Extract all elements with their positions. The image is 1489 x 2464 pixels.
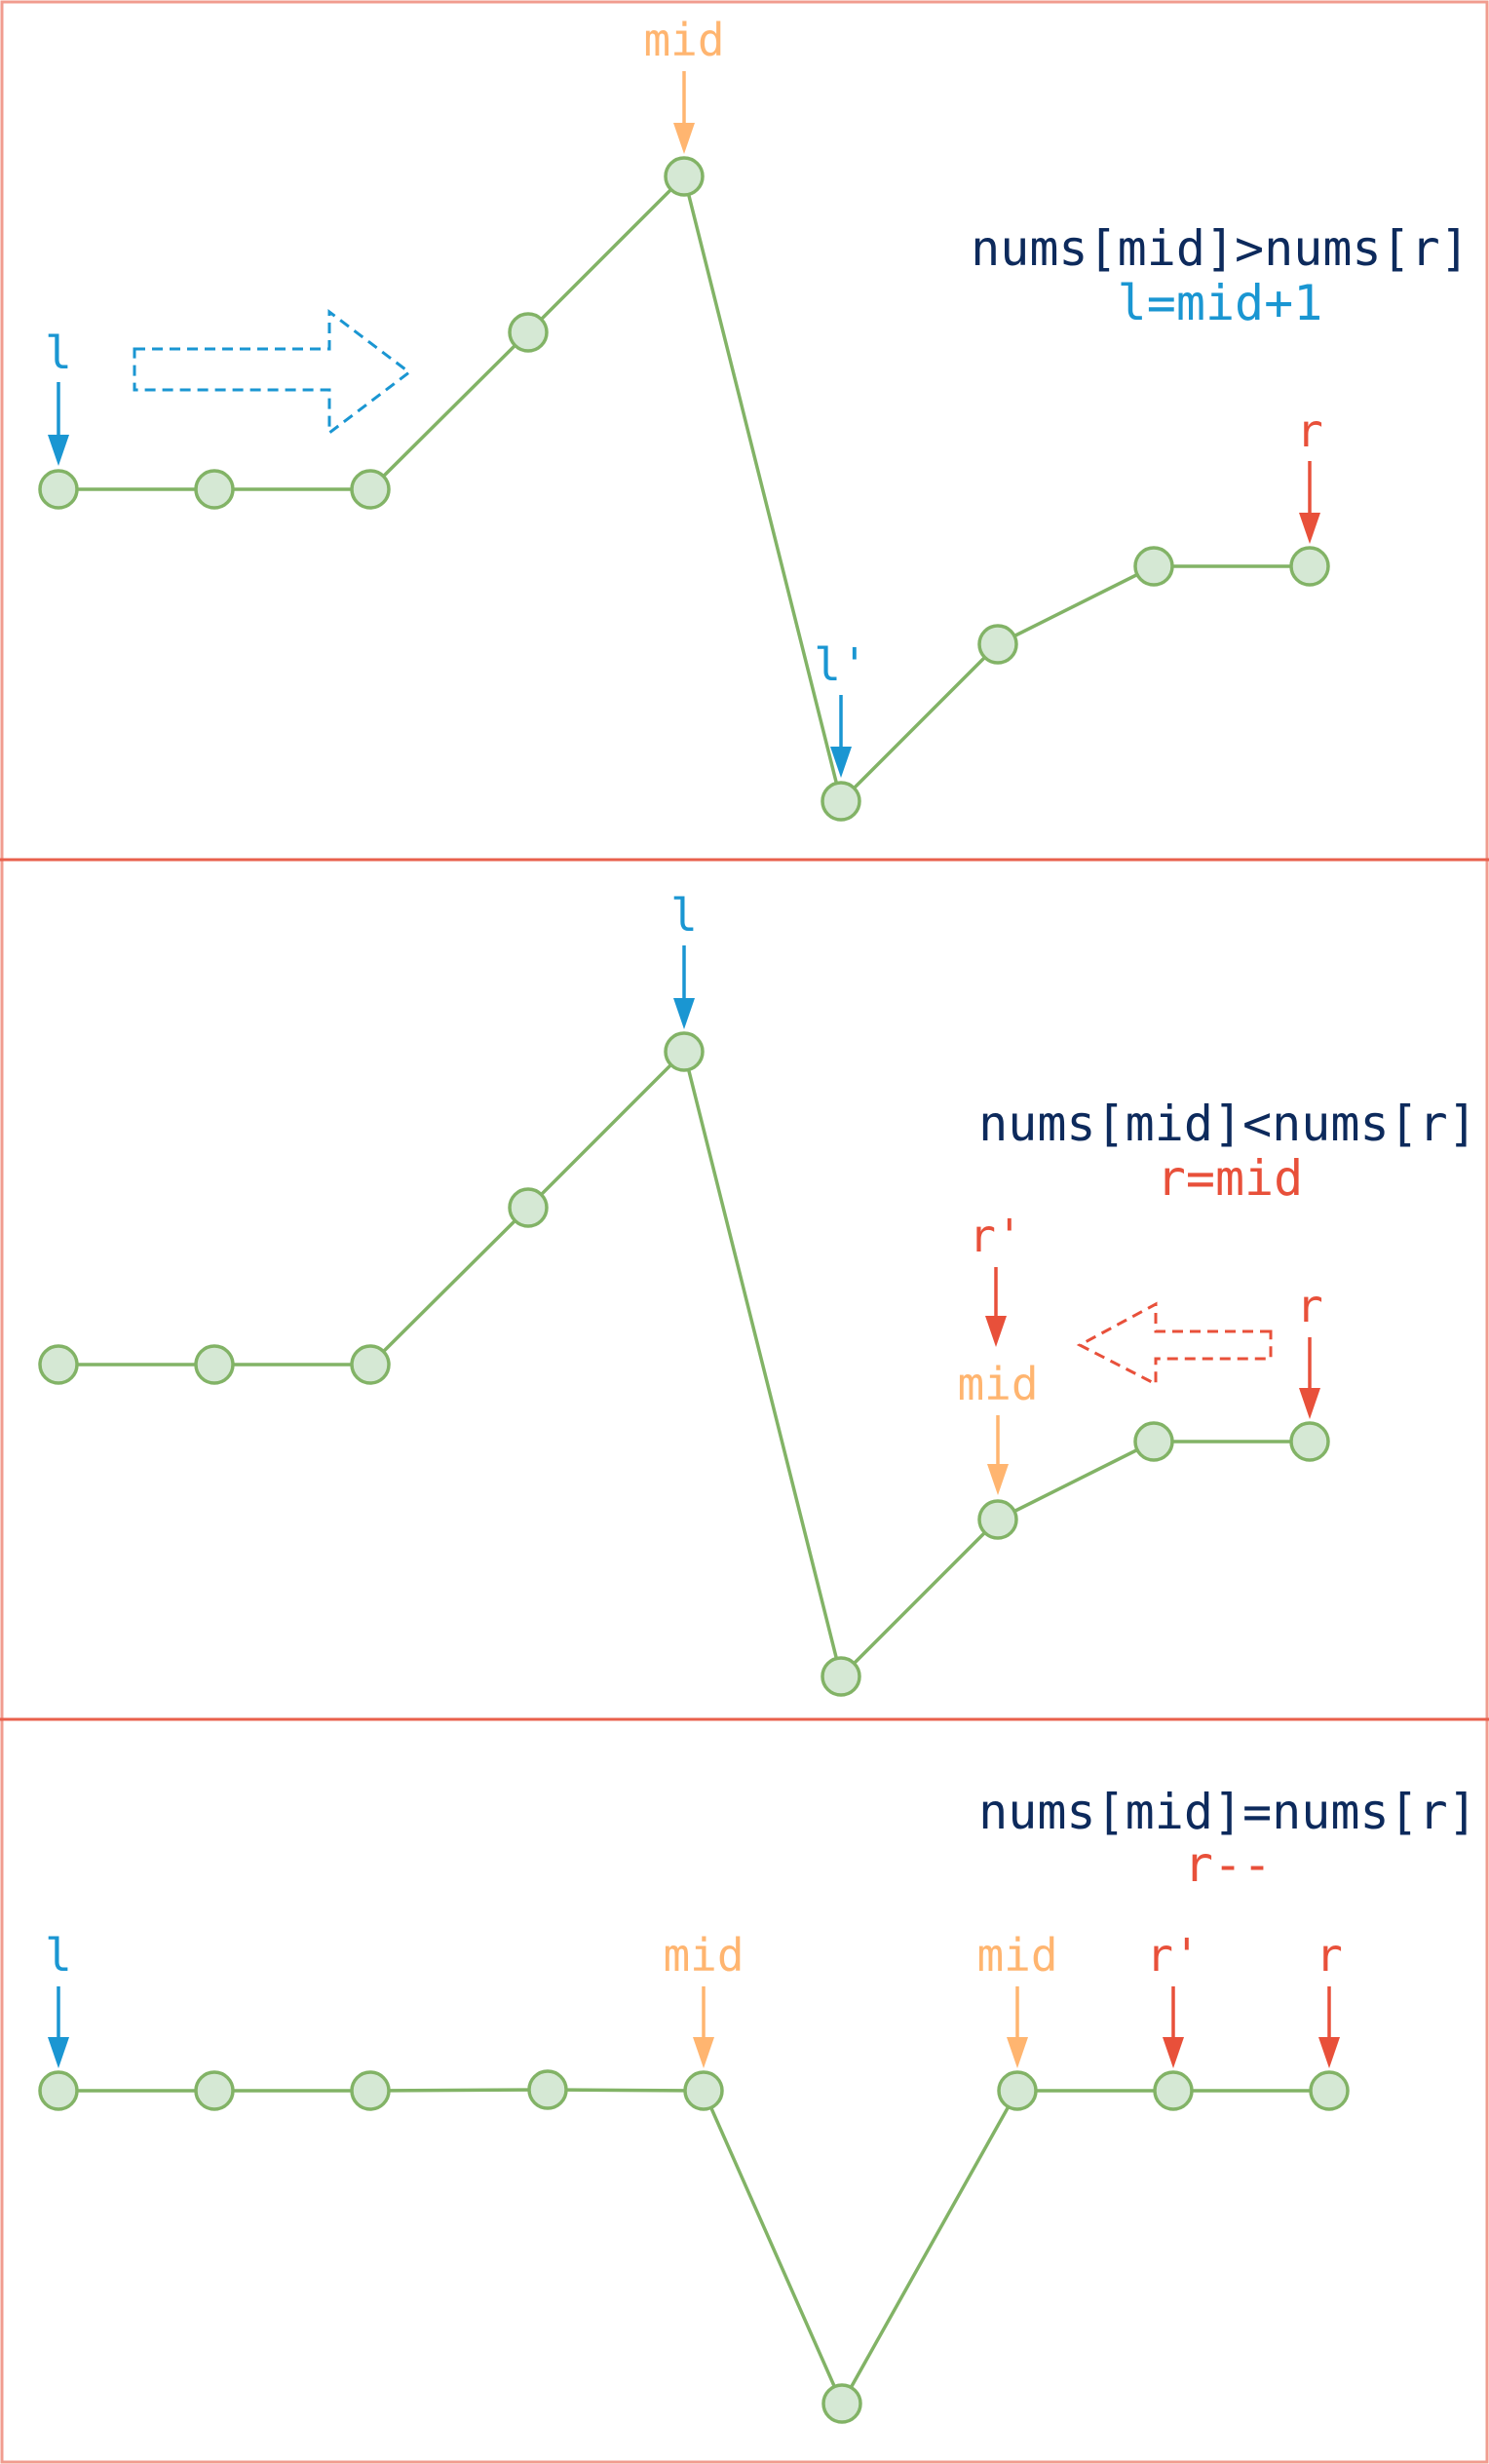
node xyxy=(1309,2070,1350,2111)
pointer-label-l-prime: l' xyxy=(814,638,867,691)
node xyxy=(683,2070,724,2111)
shift-right-arrow xyxy=(133,308,412,437)
pointer-label-r: r xyxy=(1296,404,1323,457)
node xyxy=(1133,546,1174,587)
panel-1-action: l=mid+1 xyxy=(1118,275,1323,331)
pointer-arrowhead-l xyxy=(673,998,695,1029)
pointer-arrowhead-l xyxy=(48,2037,69,2068)
pointer-label-r: r xyxy=(1296,1280,1323,1332)
panel-3-action: r-- xyxy=(1184,1836,1272,1893)
pointer-label-mid: mid xyxy=(957,1358,1038,1410)
panel-1-condition: nums[mid]>nums[r] xyxy=(971,220,1470,277)
panel-3: nums[mid]=nums[r] r-- l mid mid r' xyxy=(38,1784,1477,2424)
pointer-arrowhead-mid xyxy=(693,2037,714,2068)
pointer-label-mid-2: mid xyxy=(976,1929,1057,1982)
pointer-label-mid: mid xyxy=(643,14,724,66)
pointer-arrowhead-l-prime xyxy=(830,747,852,778)
pointer-arrowhead-l xyxy=(48,435,69,466)
pointer-arrowhead-r-prime xyxy=(985,1316,1007,1347)
panel-1-nodes xyxy=(38,156,1330,822)
node xyxy=(977,624,1018,665)
node xyxy=(527,2069,568,2110)
pointer-arrowhead-mid xyxy=(673,123,695,154)
panel-1: nums[mid]>nums[r] l=mid+1 l mid l' r xyxy=(38,14,1470,822)
pointer-label-r-prime: r' xyxy=(1146,1929,1200,1982)
pointer-label-r: r xyxy=(1316,1929,1343,1982)
pointer-label-mid: mid xyxy=(663,1929,744,1982)
pointer-arrowhead-r xyxy=(1299,1388,1320,1419)
node xyxy=(1289,1421,1330,1462)
node xyxy=(38,469,79,510)
node xyxy=(350,1344,391,1385)
panel-3-curve xyxy=(58,2088,1329,2407)
shift-left-arrow xyxy=(1076,1301,1273,1387)
node xyxy=(194,469,235,510)
pointer-label-l: l xyxy=(45,1929,72,1982)
pointer-arrowhead-mid-2 xyxy=(1007,2037,1028,2068)
pointer-arrowhead-mid xyxy=(987,1464,1009,1495)
node xyxy=(821,781,861,822)
node xyxy=(194,2070,235,2111)
node xyxy=(1133,1421,1174,1462)
node xyxy=(350,2070,391,2111)
node xyxy=(350,469,391,510)
pointer-label-l: l xyxy=(670,889,698,942)
panel-3-condition: nums[mid]=nums[r] xyxy=(978,1784,1477,1840)
pointer-arrowhead-r-prime xyxy=(1163,2037,1184,2068)
panel-2-action: r=mid xyxy=(1157,1150,1304,1207)
node xyxy=(1289,546,1330,587)
node xyxy=(821,2383,862,2424)
node xyxy=(508,1187,549,1228)
pointer-arrowhead-r xyxy=(1318,2037,1340,2068)
pointer-label-r-prime: r' xyxy=(969,1210,1022,1262)
node xyxy=(38,1344,79,1385)
node xyxy=(38,2070,79,2111)
node xyxy=(1153,2070,1194,2111)
panel-2: nums[mid]<nums[r] r=mid l r' mid r xyxy=(38,889,1477,1697)
node xyxy=(664,1031,705,1072)
node xyxy=(997,2070,1038,2111)
pointer-label-l: l xyxy=(45,327,72,379)
panel-3-nodes xyxy=(38,2069,1350,2424)
node xyxy=(821,1656,861,1697)
panel-2-condition: nums[mid]<nums[r] xyxy=(978,1096,1477,1152)
panel-2-nodes xyxy=(38,1031,1330,1697)
node xyxy=(194,1344,235,1385)
node xyxy=(977,1499,1018,1540)
pointer-arrowhead-r xyxy=(1299,513,1320,544)
node xyxy=(508,312,549,353)
node xyxy=(664,156,705,197)
